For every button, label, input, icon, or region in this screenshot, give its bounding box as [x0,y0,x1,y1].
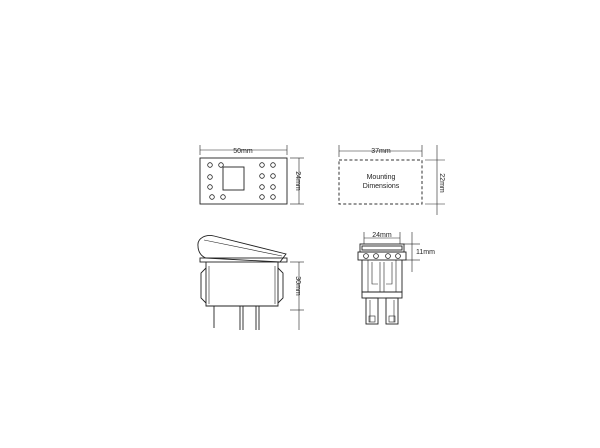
mounting-hole [270,173,276,179]
front-view: 50mm 24mm [199,145,304,205]
mounting-hole [259,194,265,200]
mounting-hole [218,162,224,168]
mounting-label-line2: Dimensions [363,183,400,190]
front-plate [199,157,288,205]
dim-mounting-height: 22mm [438,173,445,193]
mounting-hole [209,194,215,200]
mounting-hole [259,184,265,190]
side-view: 30mm [197,235,304,330]
contact-row [357,251,407,261]
clip-left [200,267,207,304]
dim-front-height: 24mm [294,171,301,191]
mounting-hole [259,173,265,179]
mounting-label-line1: Mounting [367,174,396,181]
dim-terminal-height: 11mm [416,249,435,256]
mounting-hole [270,194,276,200]
dim-terminal-width: 24mm [372,232,392,239]
end-view: 24mm 11mm [357,232,435,325]
mounting-hole [270,184,276,190]
terminal-tab-left [365,297,379,325]
mounting-hole [207,174,213,180]
dim-front-width: 50mm [233,148,253,155]
mounting-hole [270,162,276,168]
dim-body-height: 30mm [294,276,301,296]
terminal-tab-right [385,297,399,325]
mounting-cutout-view: Mounting Dimensions 37mm 22mm [338,145,445,215]
end-header [359,243,405,253]
bezel [199,257,288,263]
end-base [361,291,403,299]
housing [205,262,279,307]
mounting-hole [207,162,213,168]
front-window [222,166,245,191]
clip-right [277,267,284,304]
mounting-hole [207,184,213,190]
dim-mounting-width: 37mm [371,148,391,155]
mounting-hole [259,162,265,168]
mounting-hole [220,194,226,200]
mounting-cutout-outline [338,159,423,205]
